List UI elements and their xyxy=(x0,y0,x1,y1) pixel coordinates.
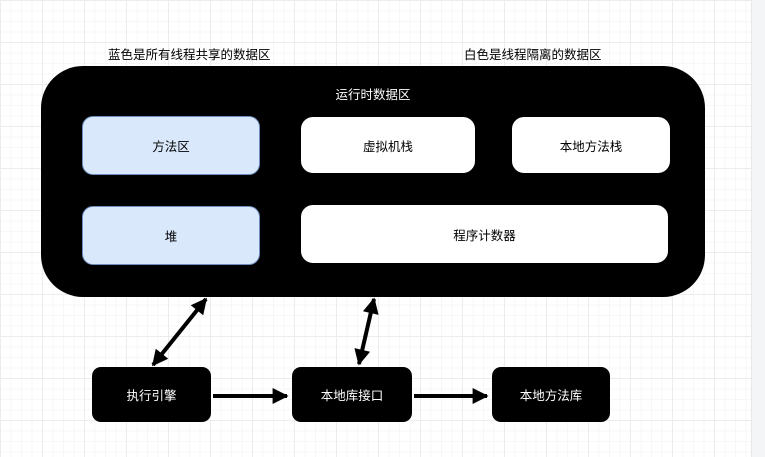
vm-stack-label: 虚拟机栈 xyxy=(362,138,413,154)
execution-engine-label: 执行引擎 xyxy=(126,388,177,403)
shared-area-note[interactable]: 蓝色是所有线程共享的数据区 xyxy=(108,47,271,62)
runtime-data-area-title: 运行时数据区 xyxy=(335,87,411,102)
execution-engine-node[interactable]: 执行引擎 xyxy=(92,367,211,422)
program-counter-label: 程序计数器 xyxy=(453,227,516,243)
native-method-library-label: 本地方法库 xyxy=(519,388,583,403)
native-library-interface-node[interactable]: 本地库接口 xyxy=(292,367,412,422)
method-area-label: 方法区 xyxy=(152,139,190,154)
vm-stack-node[interactable]: 虚拟机栈 xyxy=(301,117,475,173)
arrow-runtime-to-native-interface[interactable] xyxy=(354,297,379,366)
native-method-library-node[interactable]: 本地方法库 xyxy=(492,367,610,422)
canvas-right-gutter xyxy=(751,0,765,457)
isolated-area-note[interactable]: 白色是线程隔离的数据区 xyxy=(464,47,602,62)
heap-node[interactable]: 堆 xyxy=(82,206,260,265)
heap-label: 堆 xyxy=(164,229,178,244)
method-area-node[interactable]: 方法区 xyxy=(82,116,260,175)
arrow-runtime-to-execution-engine[interactable] xyxy=(151,297,208,367)
program-counter-node[interactable]: 程序计数器 xyxy=(301,205,668,263)
native-method-stack-node[interactable]: 本地方法栈 xyxy=(512,117,670,173)
native-library-interface-label: 本地库接口 xyxy=(320,388,384,403)
runtime-data-area-container[interactable]: 运行时数据区 方法区 虚拟机栈 本地方法栈 堆 程序计数器 xyxy=(41,66,705,297)
native-method-stack-label: 本地方法栈 xyxy=(559,138,623,154)
